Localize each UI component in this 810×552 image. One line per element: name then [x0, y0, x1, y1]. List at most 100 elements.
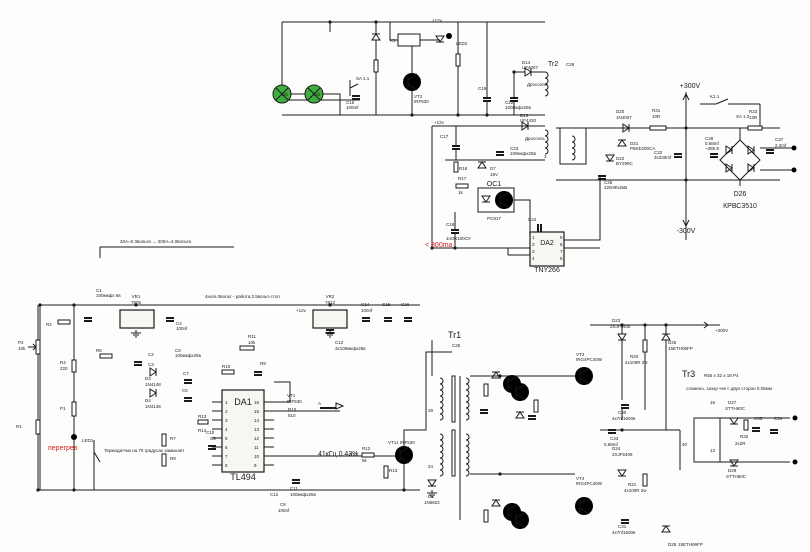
label-peregrev: перегрев	[48, 445, 78, 452]
pin-number: 4	[532, 256, 535, 261]
junction-node	[456, 113, 460, 117]
junction-node	[36, 488, 40, 492]
label-pin16: 16	[710, 400, 716, 405]
label-choke1: Дроссель	[527, 82, 548, 87]
wire	[564, 176, 601, 241]
transistor-body	[511, 383, 529, 401]
diode	[435, 35, 445, 43]
junction-nodes	[36, 20, 688, 492]
label-r23v: 13R	[749, 115, 758, 120]
label-c16: C16	[346, 100, 355, 105]
label-c5: C5	[182, 388, 188, 393]
label-thermo: Термодатчик на 70 градусах замыкает	[104, 448, 184, 453]
label-d6: D6	[428, 494, 434, 499]
label-c16b: C16	[401, 302, 410, 307]
label-vr2v: 7812	[325, 300, 336, 305]
label-r12: R12	[349, 452, 358, 457]
label-tr2: Tr2	[548, 61, 558, 68]
label-d4v: 1N4148	[145, 404, 161, 409]
transistor-leads	[399, 446, 410, 464]
pot-wiper	[28, 343, 37, 351]
label-d21: D21	[630, 141, 639, 146]
junction-node	[684, 178, 688, 182]
label-pc817: PC817	[487, 216, 501, 221]
tr1-core	[451, 375, 456, 423]
label-r2: R2	[46, 322, 52, 327]
label-c12: C12	[270, 492, 279, 497]
terminal	[792, 459, 798, 465]
inductor-coil	[544, 71, 549, 97]
label-d7: D7	[490, 166, 496, 171]
transistor-body	[403, 73, 421, 91]
label-vr1v: 7805	[131, 300, 142, 305]
label-vr2: VR2	[326, 294, 335, 299]
lamp-cross	[275, 87, 321, 101]
diode	[605, 154, 615, 162]
junction-node	[38, 303, 42, 307]
label-r23: R23	[749, 109, 758, 114]
thermo-switch	[93, 451, 101, 463]
diode	[371, 33, 381, 41]
label-d24: D24	[612, 446, 621, 451]
label-r7: R7	[170, 436, 176, 441]
label-c30: C30	[618, 410, 627, 415]
label-c11: C11	[290, 486, 298, 491]
label-d29: D29	[728, 468, 737, 473]
wire	[514, 199, 531, 232]
label-c4v: 100nf	[176, 326, 188, 331]
label-p2: P2	[18, 340, 24, 345]
pin-number: 16	[254, 400, 260, 405]
label-c37v: 2.2mf	[775, 143, 787, 148]
label-c30v: 4x7nf1600в	[612, 416, 636, 421]
label-r17: R17	[458, 176, 467, 181]
pin-number: 12	[254, 436, 260, 441]
pin-number: 3	[225, 418, 228, 423]
label-c1v: 100мкфх 6в	[96, 293, 121, 298]
junction-node	[410, 113, 414, 117]
inductor-coil	[544, 129, 549, 155]
junction-node	[374, 20, 378, 24]
resistor	[161, 453, 167, 467]
junction-node	[453, 246, 457, 250]
label-sa1-2: SA 1.2	[736, 114, 750, 119]
label-v12b: +12v	[434, 120, 445, 125]
diode	[524, 67, 532, 77]
ground-symbol	[325, 330, 335, 338]
label-mode-label: 4нога 0вольт - работа,2.5вольт-стоп	[205, 294, 280, 299]
diode	[617, 333, 627, 341]
resistor	[483, 383, 489, 397]
label-c17: C17	[440, 134, 449, 139]
pin-number: 5	[560, 235, 563, 240]
pin-number: 14	[254, 418, 260, 423]
diode	[521, 121, 529, 131]
pin-number: 13	[254, 427, 260, 432]
pin-number: 11	[254, 445, 259, 450]
label-r4: R4	[60, 360, 66, 365]
label-c2: C2	[148, 352, 154, 357]
label-k1: K1	[390, 38, 396, 43]
resistor	[483, 509, 489, 523]
label-d28: D28	[668, 542, 677, 547]
label-r21: R21	[628, 482, 637, 487]
label-r20v: 4x100R 2w	[625, 360, 648, 365]
label-r15: R15	[288, 407, 297, 412]
label-r8: R8	[170, 456, 176, 461]
label-d29v: STTH60C	[726, 474, 747, 479]
pin-number: 6	[225, 445, 228, 450]
label-r11v: 10k	[248, 340, 256, 345]
label-tr1: Tr1	[448, 330, 461, 340]
label-choke2: Дроссель	[525, 136, 546, 141]
label-tl494: TL494	[230, 472, 256, 482]
label-r6: R6	[96, 348, 102, 353]
label-c25bv: 220пФх2кВ	[604, 185, 627, 190]
label-c8: C8	[280, 502, 286, 507]
label-d21v: P6KE200CA	[630, 146, 655, 151]
resistor	[197, 419, 209, 425]
label-r1: R1	[16, 424, 22, 429]
ground-symbol	[131, 330, 141, 338]
label-vt2: VT2	[414, 94, 423, 99]
label-da1: DA1	[234, 397, 252, 407]
label-d27: D27	[728, 400, 737, 405]
label-vt1v: IRF530	[287, 399, 302, 404]
label-r32v: 2x2R	[735, 441, 746, 446]
